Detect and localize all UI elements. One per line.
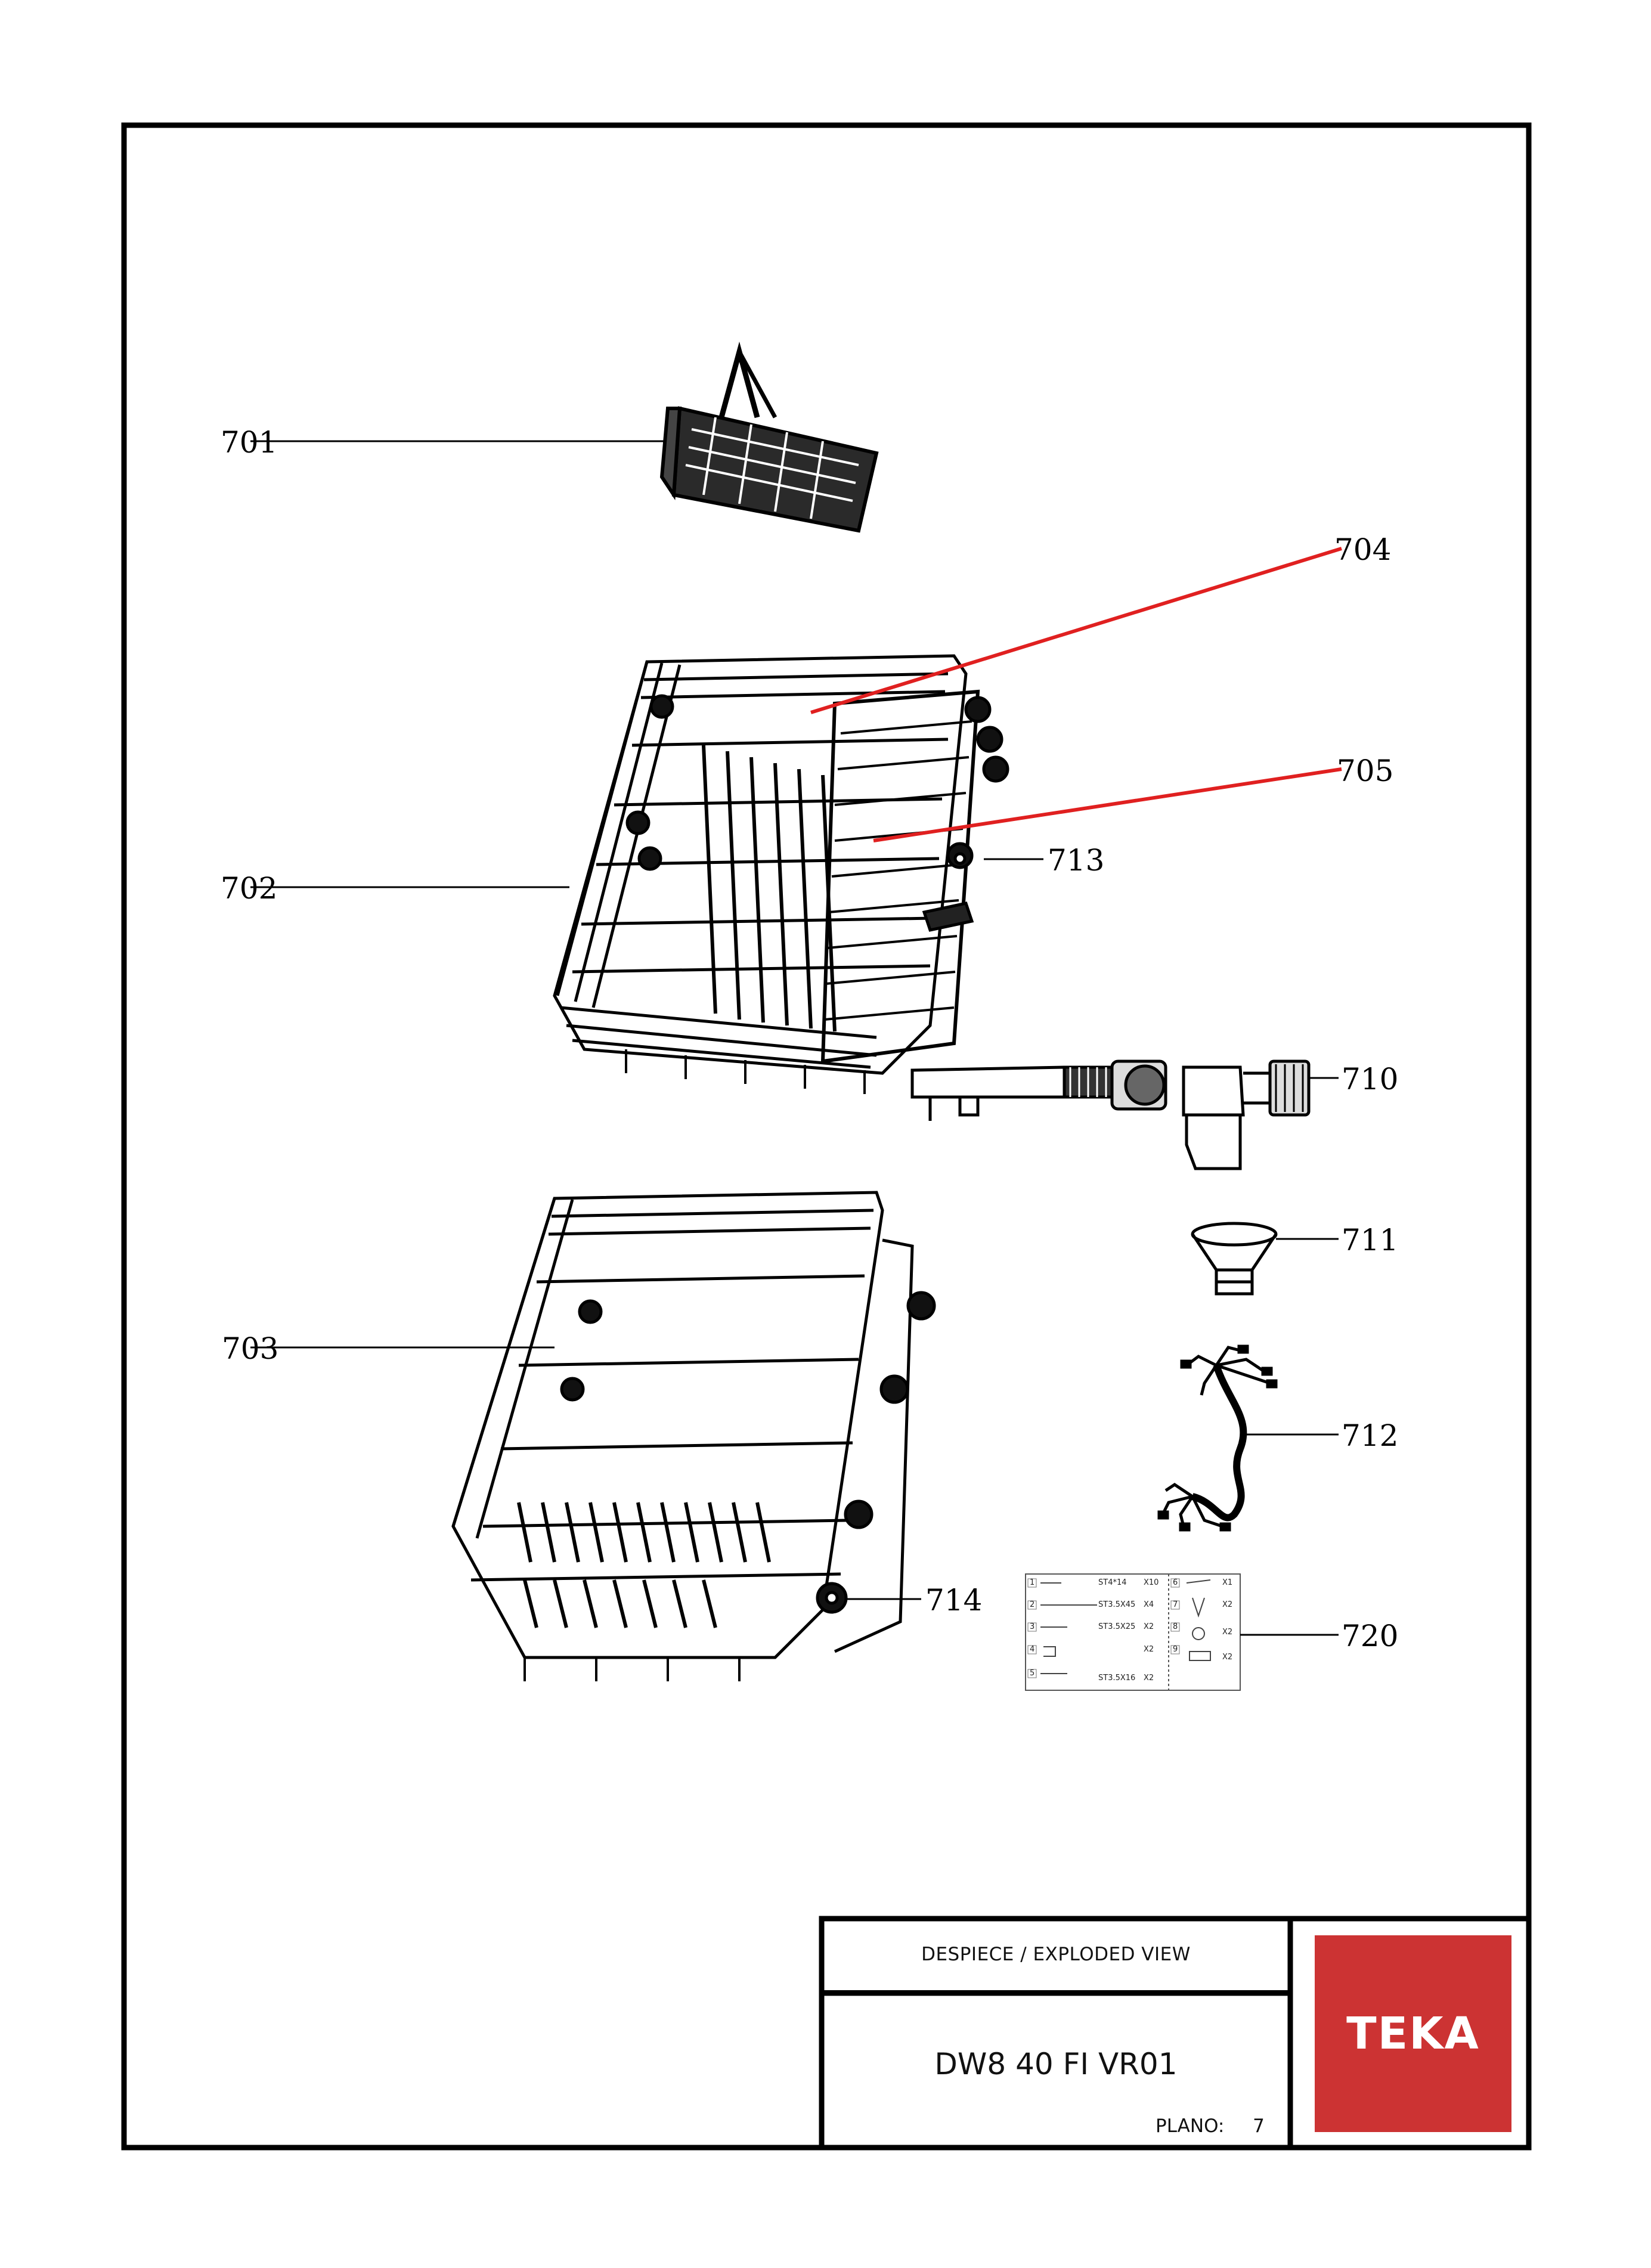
callout-713: 713 xyxy=(1048,843,1105,878)
kit-row-2-num: 2 xyxy=(1030,1600,1035,1609)
callout-701: 701 xyxy=(221,425,278,460)
kit-row-3-num: 3 xyxy=(1030,1622,1035,1631)
kit-row-2-spec: ST3.5X45 xyxy=(1098,1600,1136,1609)
highlight-leader-lines xyxy=(810,547,1342,842)
kit-row-1-spec: ST4*14 xyxy=(1098,1578,1127,1587)
kit-row-5-qty: X2 xyxy=(1144,1674,1154,1683)
leader-705 xyxy=(873,767,1342,842)
kit-row-7-qty: X2 xyxy=(1222,1600,1233,1609)
kit-row-1-qty: X10 xyxy=(1144,1578,1159,1587)
lower-basket-703-illustration xyxy=(451,1191,936,1681)
plano-row: PLANO: 7 xyxy=(1156,2115,1265,2137)
kit-row-6-qty: X1 xyxy=(1222,1578,1233,1587)
kit-row-4-qty: X2 xyxy=(1144,1645,1154,1654)
cap-711-illustration xyxy=(1191,1222,1278,1296)
kit-row-8-qty: X2 xyxy=(1222,1628,1233,1637)
callout-710: 710 xyxy=(1342,1062,1399,1096)
drawing-frame xyxy=(121,122,1532,2151)
kit-row-3-qty: X2 xyxy=(1144,1622,1154,1631)
callout-711: 711 xyxy=(1342,1223,1399,1257)
kit-row-4-num: 4 xyxy=(1030,1645,1035,1654)
kit-row-9-qty: X2 xyxy=(1222,1653,1233,1662)
teka-logo: TEKA xyxy=(1315,1935,1511,2132)
model-name: DW8 40 FI VR01 xyxy=(934,2047,1178,2081)
callout-714: 714 xyxy=(925,1583,983,1618)
title-block: DESPIECE / EXPLODED VIEW DW8 40 FI VR01 … xyxy=(822,1919,1531,2148)
leader-704 xyxy=(810,547,1342,714)
inlet-valve-710-illustration xyxy=(910,1059,1311,1170)
kit-row-7-num: 7 xyxy=(1173,1600,1178,1609)
cutlery-basket-701-illustration xyxy=(659,341,879,533)
leader-lines xyxy=(250,440,1339,1636)
accessory-kit-720-card xyxy=(1025,1573,1241,1691)
callout-704: 704 xyxy=(1334,532,1392,567)
title-block-frame xyxy=(819,1916,1532,2151)
callout-712: 712 xyxy=(1342,1418,1399,1453)
teka-logo-text: TEKA xyxy=(1346,2008,1480,2059)
plano-label: PLANO: xyxy=(1156,2115,1225,2137)
kit-row-6-num: 6 xyxy=(1173,1578,1178,1587)
kit-row-9-num: 9 xyxy=(1173,1645,1178,1654)
kit-row-3-spec: ST3.5X25 xyxy=(1098,1622,1136,1631)
callout-703: 703 xyxy=(222,1331,279,1366)
kit-row-8-num: 8 xyxy=(1173,1622,1178,1631)
view-label: DESPIECE / EXPLODED VIEW xyxy=(921,1944,1191,1965)
kit-row-2-qty: X4 xyxy=(1144,1600,1154,1609)
upper-basket-702-illustration xyxy=(553,654,1009,1094)
kit-row-5-num: 5 xyxy=(1030,1669,1035,1678)
wire-harness-712-illustration xyxy=(1157,1344,1278,1532)
callout-702: 702 xyxy=(221,871,278,906)
callout-720: 720 xyxy=(1342,1619,1399,1653)
kit-row-1-num: 1 xyxy=(1030,1578,1035,1587)
kit-row-5-spec: ST3.5X16 xyxy=(1098,1674,1136,1683)
plano-number: 7 xyxy=(1253,2115,1265,2137)
callout-705: 705 xyxy=(1337,754,1394,788)
